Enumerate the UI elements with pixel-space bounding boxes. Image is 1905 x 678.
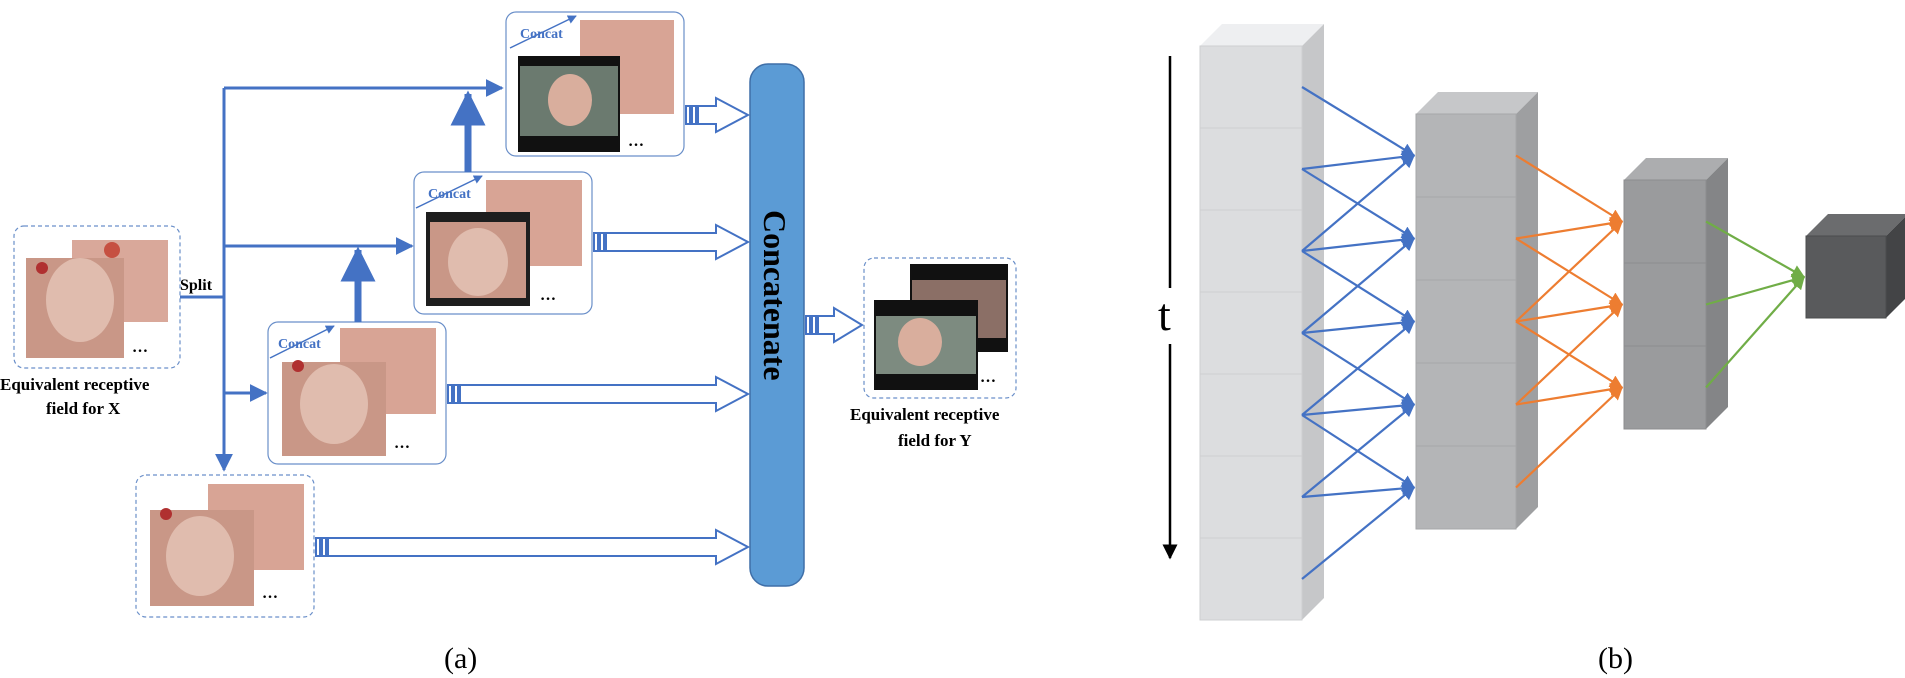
input-caption-line1: Equivalent receptive xyxy=(0,375,150,394)
ellipsis: … xyxy=(980,369,996,386)
output-caption-line2: field for Y xyxy=(898,431,972,450)
caption-b: (b) xyxy=(1598,642,1633,675)
input-frames-x: … xyxy=(13,225,181,369)
output-caption-line1: Equivalent receptive xyxy=(850,405,1000,424)
connection-line xyxy=(1515,299,1624,323)
layer-side-face xyxy=(1302,24,1324,620)
layer-side-face xyxy=(1886,217,1905,318)
branch-frames-4: … xyxy=(135,474,315,618)
concat-label: Concat xyxy=(428,187,471,202)
output-frames-y: … xyxy=(863,257,1017,399)
layer-cell xyxy=(1623,345,1707,430)
connection-line xyxy=(1301,250,1416,323)
branch-frames-1: … Concat xyxy=(505,11,685,157)
connection-line xyxy=(1301,481,1416,499)
ellipsis: … xyxy=(132,339,148,356)
layer-layer-1 xyxy=(1415,92,1538,530)
layer-cell xyxy=(1199,373,1303,457)
layer-layer-2 xyxy=(1623,158,1728,430)
layer-cell xyxy=(1415,279,1517,364)
connection-line xyxy=(1301,316,1416,335)
concatenate-label: Concatenate xyxy=(757,210,793,381)
ellipsis: … xyxy=(262,585,278,602)
layer-cell xyxy=(1623,179,1707,264)
layer-top-face xyxy=(1624,158,1728,180)
connection-line xyxy=(1515,382,1624,406)
layer-cell xyxy=(1199,127,1303,211)
connection-line xyxy=(1301,150,1416,171)
split-connectors xyxy=(180,79,504,472)
layer-cell xyxy=(1415,196,1517,281)
connection-line xyxy=(1515,386,1623,489)
connection-line xyxy=(1301,414,1416,489)
connection-line xyxy=(1301,399,1416,417)
cascade-arrows xyxy=(340,90,486,322)
ellipsis: … xyxy=(540,287,556,304)
layer-cell xyxy=(1199,209,1303,293)
concat-label: Concat xyxy=(278,337,321,352)
connection-line xyxy=(1515,154,1624,223)
panel-a: … Split Equivalent receptive field for X… xyxy=(0,11,1017,675)
layer-cell xyxy=(1199,45,1303,129)
time-axis-label: t xyxy=(1158,289,1171,340)
connection-line xyxy=(1301,233,1416,253)
layer-cell xyxy=(1805,235,1887,319)
connection-line xyxy=(1301,86,1416,157)
input-caption-line2: field for X xyxy=(46,399,121,418)
layer-cell xyxy=(1199,455,1303,539)
split-label: Split xyxy=(180,277,213,294)
ellipsis: … xyxy=(628,133,644,150)
hollow-arrows xyxy=(315,96,864,566)
layer-input xyxy=(1199,24,1324,621)
connection-line xyxy=(1515,237,1624,306)
layer-stack xyxy=(1199,24,1905,621)
ellipsis: … xyxy=(394,435,410,452)
connection-line xyxy=(1705,273,1806,306)
connection-line xyxy=(1515,320,1624,389)
layer-cell xyxy=(1623,262,1707,347)
layer-cell xyxy=(1415,362,1517,447)
panel-b: t (b) xyxy=(1158,24,1905,675)
layer-cell xyxy=(1415,445,1517,530)
connection-line xyxy=(1705,276,1805,389)
layer-cell xyxy=(1199,537,1303,621)
layer-top-face xyxy=(1806,214,1905,236)
layer-cell xyxy=(1199,291,1303,375)
connection-line xyxy=(1301,486,1416,580)
connection-line xyxy=(1705,220,1806,278)
layer-output xyxy=(1805,214,1905,319)
concatenate-block xyxy=(749,63,805,587)
layer-top-face xyxy=(1200,24,1324,46)
layer-top-face xyxy=(1416,92,1538,114)
layer-side-face xyxy=(1706,158,1728,429)
connections xyxy=(1301,86,1806,580)
branch-frames-3: … Concat xyxy=(267,321,447,465)
branch-frames-2: … Concat xyxy=(413,171,593,315)
connection-line xyxy=(1301,332,1416,406)
caption-a: (a) xyxy=(444,642,477,675)
connection-line xyxy=(1301,168,1416,240)
layer-cell xyxy=(1415,113,1517,198)
connection-line xyxy=(1515,216,1624,240)
